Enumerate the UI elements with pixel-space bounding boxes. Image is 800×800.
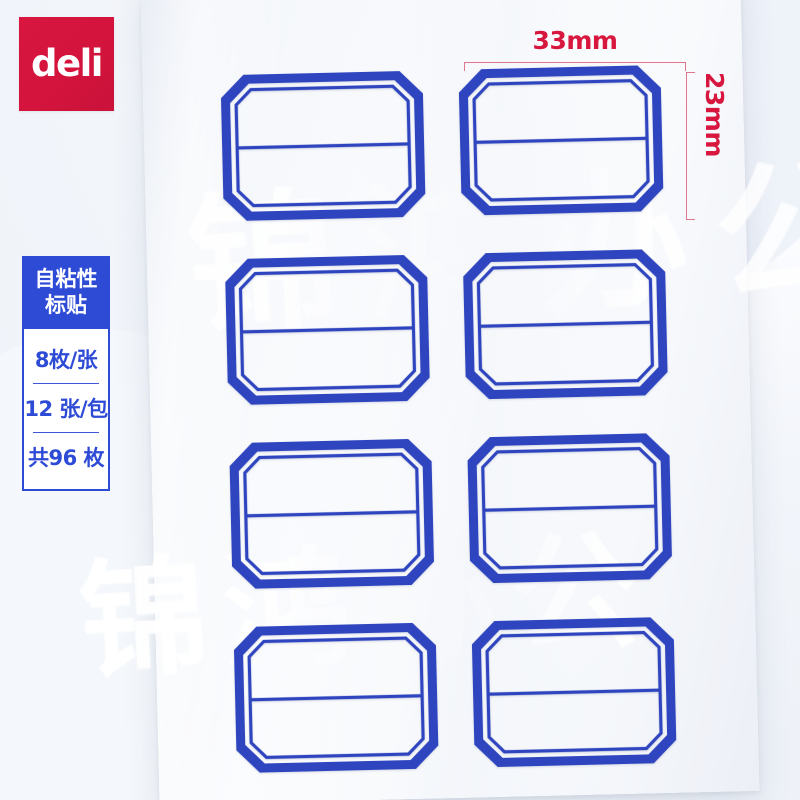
sticker-sheet: 锦鸿办公 锦鸿办公: [76, 0, 800, 800]
width-dimension-bracket: [464, 62, 686, 71]
height-dimension-annotation: 23mm: [686, 72, 729, 220]
label-sticker[interactable]: [462, 248, 669, 400]
bracket-cap-top: [686, 72, 695, 73]
spec-row-per-pack: 12 张/包: [24, 397, 108, 422]
label-sticker[interactable]: [467, 432, 673, 584]
bracket-cap-bottom: [686, 219, 695, 220]
spec-box-body: 8枚/张 12 张/包 共96 枚: [24, 329, 108, 490]
label-sticker[interactable]: [233, 622, 439, 774]
deli-brand-logo: deli: [19, 17, 114, 111]
label-sticker[interactable]: [220, 70, 426, 222]
label-sticker[interactable]: [471, 616, 677, 768]
spec-divider: [33, 383, 99, 385]
label-sticker[interactable]: [229, 438, 435, 590]
bracket-cap-left: [464, 62, 465, 71]
spec-box-title: 自粘性 标贴: [24, 258, 108, 330]
spec-row-total: 共96 枚: [27, 446, 105, 471]
bracket-cap-right: [685, 62, 686, 71]
label-sticker[interactable]: [458, 64, 664, 216]
product-spec-box: 自粘性 标贴 8枚/张 12 张/包 共96 枚: [22, 256, 110, 492]
label-grid: [220, 64, 677, 774]
width-dimension-annotation: 33mm: [464, 28, 686, 71]
spec-title-line-1: 自粘性: [34, 267, 98, 291]
height-dimension-label: 23mm: [700, 72, 729, 157]
height-dimension-bracket: [686, 72, 695, 220]
width-dimension-label: 33mm: [532, 26, 618, 55]
spec-divider: [33, 432, 99, 434]
spec-title-line-2: 标贴: [45, 292, 87, 317]
deli-logo-text: deli: [31, 41, 103, 85]
spec-row-per-sheet: 8枚/张: [34, 348, 98, 373]
label-sticker[interactable]: [224, 254, 431, 406]
